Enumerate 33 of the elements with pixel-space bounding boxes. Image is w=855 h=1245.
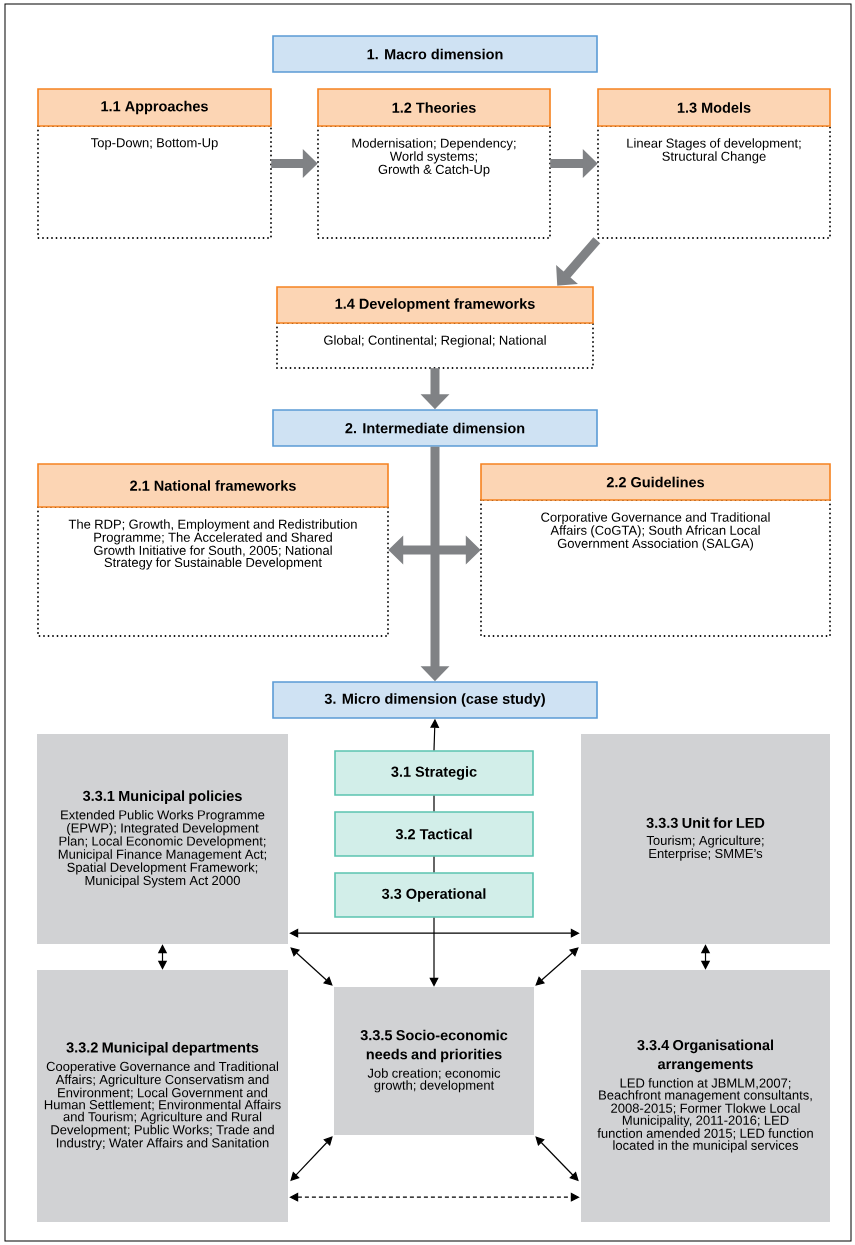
arrow (700, 944, 711, 970)
arrow (157, 944, 168, 970)
node-label: 1.2 Theories (392, 102, 476, 113)
connector-line (433, 795, 435, 812)
arrow (289, 1192, 580, 1202)
level-box: 3.3 Operational (334, 872, 534, 918)
arrow (535, 947, 579, 986)
node-label: 1.3 Models (677, 102, 751, 113)
card: 1.2 Theories Modernisation; Dependency; World systems; Growth & Catch-Up (317, 88, 551, 239)
node-label: 1.4 Development frameworks (335, 298, 535, 312)
dimension-box: 1. Macro dimension (272, 35, 598, 73)
node-label: 2.2 Guidelines (606, 476, 705, 488)
arrow (289, 928, 580, 938)
info-box: 3.3.4 Organisational arrangements LED function at JBMLM,2007; Beachfront management consultants, 2008-2015; Former Tlokwe Local Municipality, 2011-2016; LED function amended 2015; LED function located in the municipal services (581, 970, 830, 1222)
level-box: 3.2 Tactical (334, 811, 534, 857)
node-label: 2.1 National frameworks (130, 480, 296, 491)
arrow (556, 237, 601, 286)
card: 1.1 Approaches Top-Down; Bottom-Up (37, 88, 272, 239)
arrow (290, 947, 333, 986)
info-box: 3.3.1 Municipal policies Extended Public Works Programme (EPWP); Integrated Development Plan; Local Economic Development; Municipal Finance Management Act; Spatial Development Framework; Municipal System Act 2000 (37, 734, 288, 944)
arrow (429, 917, 439, 987)
dimension-box: 3. Micro dimension (case study) (272, 681, 598, 719)
connector-line (433, 856, 435, 873)
level-box: 3.1 Strategic (334, 750, 534, 796)
dimension-box: 2. Intermediate dimension (272, 409, 598, 447)
node-label: 1.1 Approaches (101, 100, 208, 115)
card: 1.3 Models Linear Stages of development; Structural Change (597, 88, 831, 239)
card: 2.2 Guidelines Corporative Governance and Traditional Affairs (CoGTA); South African Local Government Association (SALGA) (480, 463, 831, 637)
info-box: 3.3.5 Socio-economic needs and priorities Job creation; economic growth; development (334, 987, 534, 1135)
card: 2.1 National frameworks The RDP; Growth, Employment and Redistribution Programme; The Accelerated and Shared Growth Initiative for South, 2005; National Strategy for Sustainable Development (37, 463, 389, 637)
card: 1.4 Development frameworks Global; Continental; Regional; National (276, 286, 594, 369)
info-box: 3.3.3 Unit for LED Tourism; Agriculture; Enterprise; SMME’s (581, 734, 830, 944)
info-box: 3.3.2 Municipal departments Cooperative Governance and Traditional Affairs; Agriculture Conservatism and Environment; Local Government and Human Settlement; Environmental Affairs and Tourism; Agriculture and Rural Development; Public Works; Trade and Industry; Water Affairs and Sanitation (37, 970, 288, 1222)
